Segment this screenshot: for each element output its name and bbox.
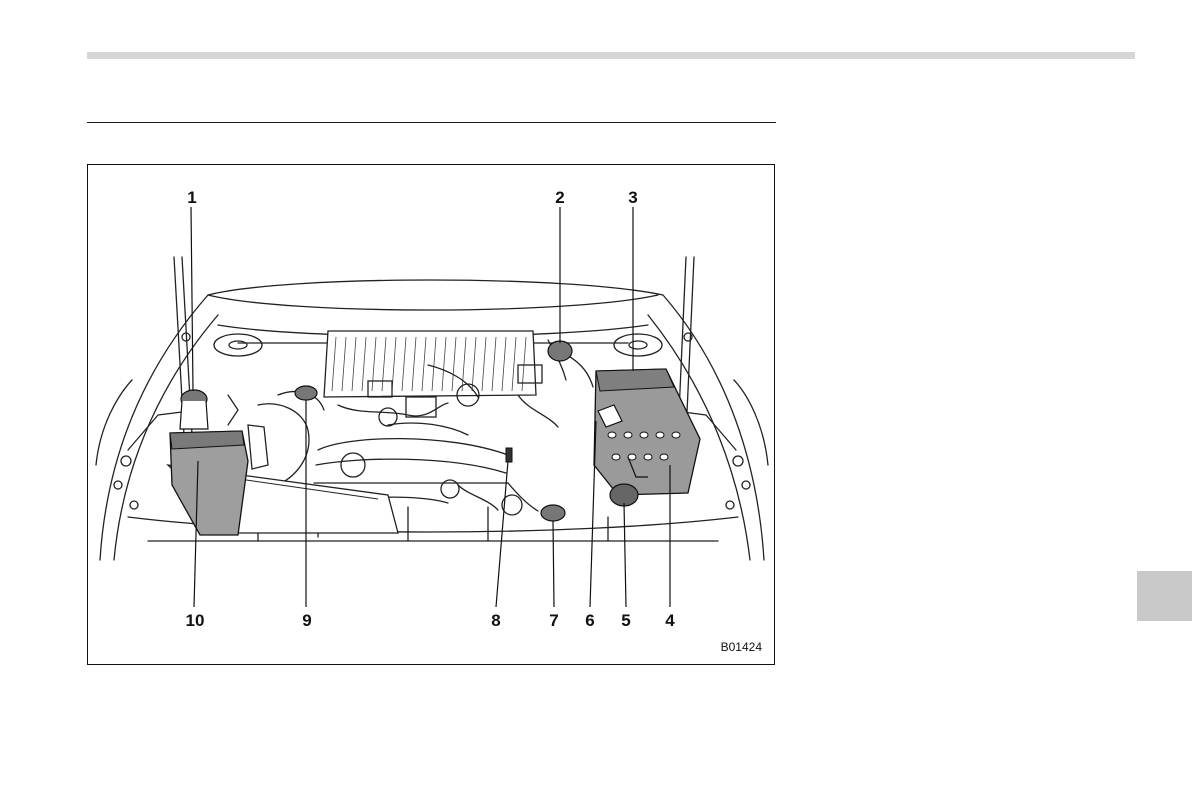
chapter-tab bbox=[1137, 571, 1192, 621]
figure-id-label: B01424 bbox=[721, 640, 762, 654]
callout-6: 6 bbox=[585, 612, 594, 629]
callout-7: 7 bbox=[549, 612, 558, 629]
section-rule bbox=[87, 122, 776, 123]
callout-4: 4 bbox=[665, 612, 674, 629]
callout-2: 2 bbox=[555, 189, 564, 206]
engine-compartment-illustration bbox=[88, 165, 776, 666]
engine-compartment-figure: 1 2 3 4 5 6 7 8 9 10 B01424 bbox=[87, 164, 775, 665]
callout-5: 5 bbox=[621, 612, 630, 629]
callout-1: 1 bbox=[187, 189, 196, 206]
callout-9: 9 bbox=[302, 612, 311, 629]
callout-10: 10 bbox=[186, 612, 205, 629]
header-bar bbox=[87, 52, 1135, 59]
callout-8: 8 bbox=[491, 612, 500, 629]
callout-3: 3 bbox=[628, 189, 637, 206]
